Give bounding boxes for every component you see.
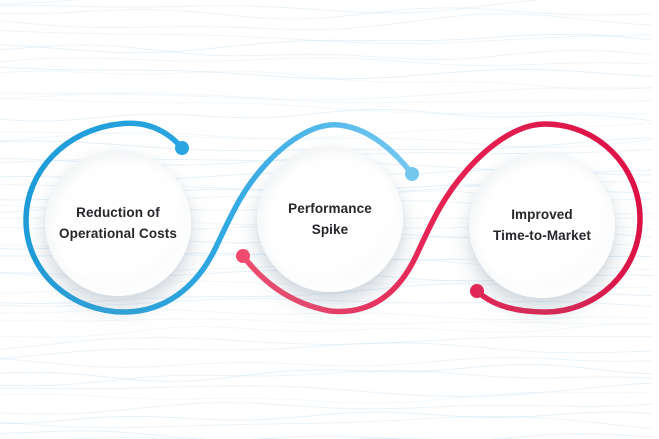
red-flow-line (240, 121, 643, 315)
node-label-line-2: Spike (311, 222, 349, 237)
blue-line-start-dot (175, 141, 189, 155)
node-reduction-of-operational-costs: Reduction of Operational Costs (45, 150, 191, 296)
node-label: Improved Time-to-Market (493, 204, 591, 246)
blue-flow-line (23, 120, 415, 315)
node-improved-time-to-market: Improved Time-to-Market (469, 152, 615, 298)
node-performance-spike: Performance Spike (257, 146, 403, 292)
blue-line-end-dot (405, 167, 419, 181)
node-label-line-2: Time-to-Market (493, 228, 591, 243)
node-label: Performance Spike (288, 198, 372, 240)
red-line-start-dot (236, 249, 250, 263)
node-label: Reduction of Operational Costs (59, 202, 177, 244)
red-line-end-dot (470, 284, 484, 298)
node-label-line-1: Improved (511, 207, 573, 222)
node-label-line-1: Reduction of (76, 205, 160, 220)
node-label-line-2: Operational Costs (59, 226, 177, 241)
node-label-line-1: Performance (288, 201, 372, 216)
